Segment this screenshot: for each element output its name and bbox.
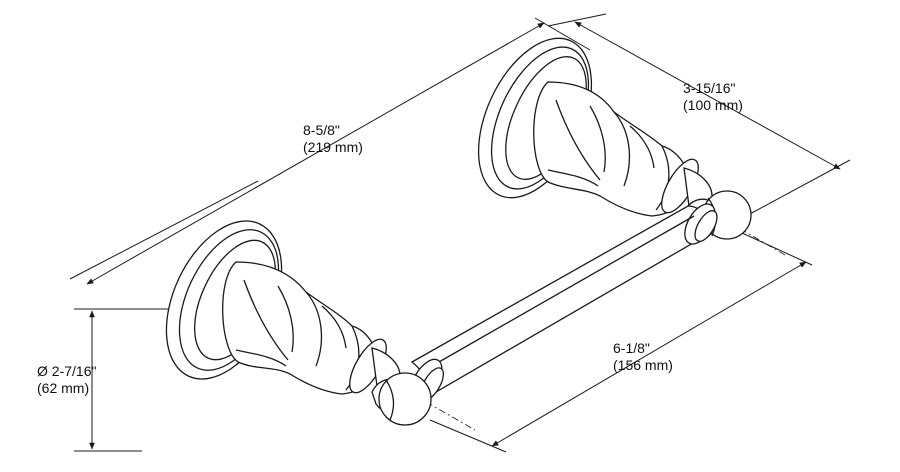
overall-length-dimension-line (86, 22, 545, 285)
projection-imperial: 3-15/16" (683, 80, 736, 96)
projection-label: 3-15/16" (100 mm) (683, 80, 743, 114)
base-diameter-label: Ø 2-7/16" (62 mm) (37, 363, 96, 397)
rod-extension-bottom (429, 419, 507, 453)
rod-length-metric: (156 mm) (613, 357, 673, 373)
dimension-lines (69, 13, 851, 453)
overall-length-label: 8-5/8" (219 mm) (303, 122, 363, 156)
base-diameter-imperial: Ø 2-7/16" (37, 363, 97, 379)
rod-length-imperial: 6-1/8" (613, 340, 650, 356)
rod-extension-right (739, 231, 813, 266)
front-post (165, 220, 432, 426)
rod-end-cap-right-inner (694, 210, 718, 242)
projection-metric: (100 mm) (683, 97, 743, 113)
overall-length-imperial: 8-5/8" (303, 122, 340, 138)
base-diameter-metric: (62 mm) (37, 380, 90, 396)
overall-length-metric: (219 mm) (303, 139, 363, 155)
rod-dimension-line (491, 261, 807, 447)
projection-extension-top (547, 13, 607, 27)
rod-length-label: 6-1/8" (156 mm) (613, 340, 673, 374)
roller-rod (409, 203, 718, 404)
projection-dimension-line (574, 21, 841, 170)
rear-post (477, 37, 752, 240)
projection-extension-right (747, 159, 851, 216)
